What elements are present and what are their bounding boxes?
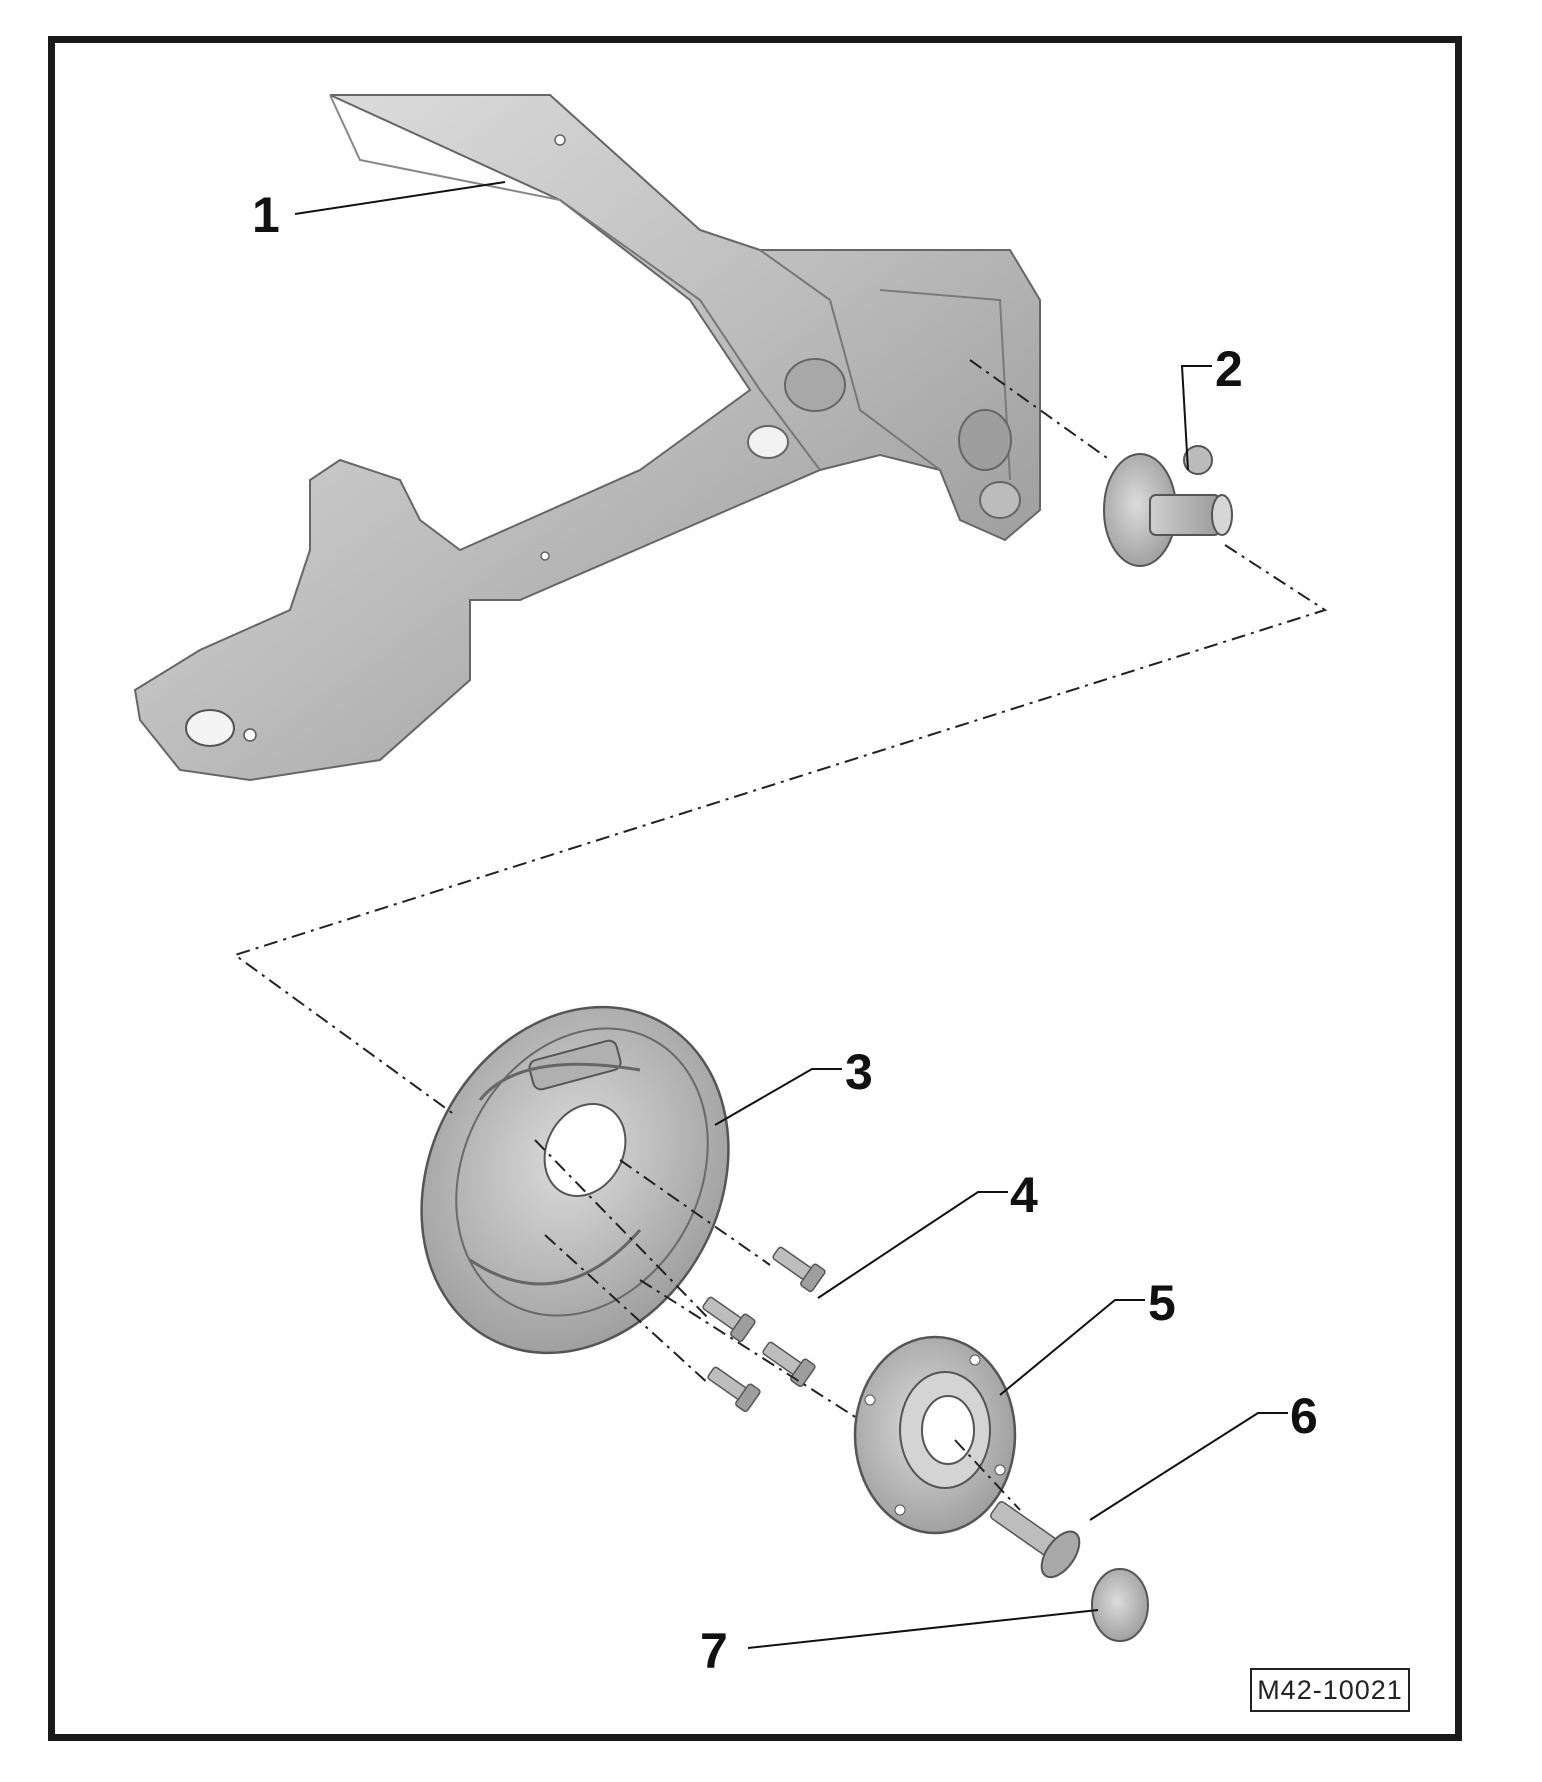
hub-bolt: [990, 1501, 1081, 1579]
stub-axle: [1103, 445, 1233, 567]
wheel-hub: [853, 1335, 1017, 1535]
rear-axle-beam: [133, 94, 1041, 782]
assembly-lines: [232, 359, 1328, 1511]
callout-5: 5: [1148, 1275, 1176, 1331]
callout-7: 7: [700, 1623, 728, 1679]
callout-6: 6: [1290, 1388, 1318, 1444]
callout-3: 3: [845, 1044, 873, 1100]
callout-2: 2: [1215, 341, 1243, 397]
backing-plate-bolts: [702, 1246, 826, 1413]
callout-4: 4: [1010, 1167, 1038, 1223]
brake-backing-plate: [420, 1005, 730, 1355]
grease-cap: [1091, 1568, 1149, 1642]
figure-reference-label: M42-10021: [1250, 1668, 1410, 1712]
leader-lines: [294, 181, 1288, 1649]
callout-1: 1: [252, 187, 280, 243]
